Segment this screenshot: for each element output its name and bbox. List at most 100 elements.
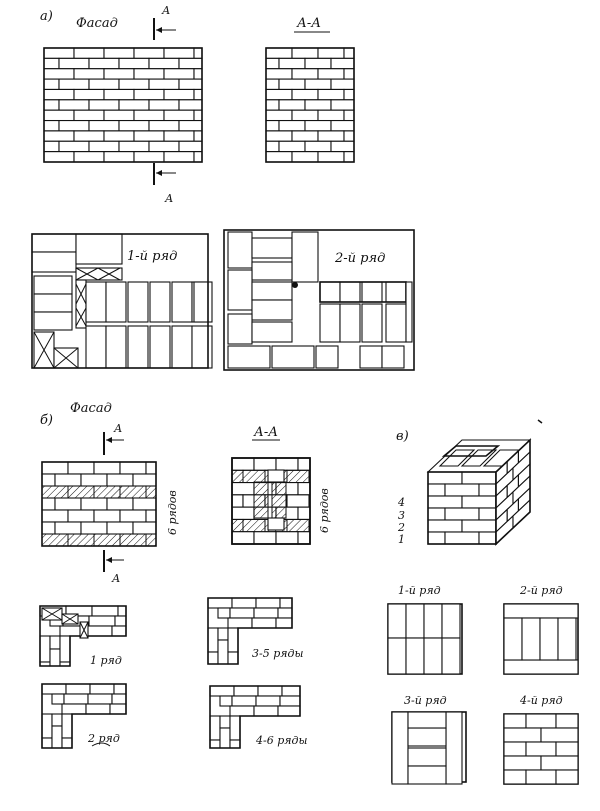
hatched-brick — [231, 469, 244, 484]
brick — [103, 151, 135, 163]
brick — [304, 119, 332, 132]
brick — [444, 531, 480, 545]
brick — [231, 597, 257, 609]
brick — [33, 311, 73, 331]
brick — [385, 281, 407, 303]
section-v-letter: в) — [396, 429, 409, 444]
hatched-brick — [242, 469, 266, 484]
section-v-course-number-4: 4 — [397, 496, 405, 509]
brick — [133, 151, 165, 163]
brick — [193, 281, 209, 323]
brick — [423, 603, 443, 639]
hatched-brick — [119, 533, 147, 547]
brick — [73, 88, 105, 101]
brick — [441, 603, 461, 639]
brick — [105, 281, 127, 323]
hatched-brick — [119, 485, 147, 499]
brick — [291, 68, 319, 80]
section-a-row1-label: 1-й ряд — [127, 249, 177, 264]
brick — [291, 47, 319, 59]
section-v-row4-plan — [503, 713, 579, 785]
brick — [54, 473, 82, 487]
brick — [89, 683, 115, 695]
section-v-course-number-1: 1 — [398, 533, 405, 546]
brick — [503, 713, 527, 729]
brick — [133, 68, 165, 80]
brick — [297, 457, 311, 471]
brick — [219, 715, 231, 729]
brick — [58, 140, 90, 153]
brick — [163, 151, 195, 163]
section-b-section-rows-label: 6 рядов — [318, 488, 331, 533]
brick — [317, 88, 345, 101]
brick — [43, 130, 75, 142]
brick — [278, 119, 306, 132]
brick — [106, 473, 134, 487]
brick — [253, 607, 279, 619]
brick — [231, 482, 255, 496]
brick — [478, 531, 497, 545]
brick — [219, 695, 233, 707]
hatched-brick — [93, 533, 121, 547]
hatched-brick — [145, 485, 157, 499]
brick — [119, 461, 147, 475]
brick — [87, 693, 113, 705]
cut-brick-mark — [41, 607, 63, 621]
brick — [361, 303, 383, 343]
brick — [291, 231, 319, 283]
brick — [132, 497, 157, 511]
brick — [251, 299, 293, 321]
brick — [461, 495, 497, 509]
brick — [148, 99, 180, 111]
brick — [31, 233, 209, 369]
brick — [339, 281, 361, 303]
brick — [423, 637, 443, 675]
brick — [118, 78, 150, 91]
brick — [93, 509, 121, 523]
wall-outline — [41, 461, 157, 547]
brick — [304, 78, 332, 91]
brick — [209, 715, 221, 741]
brick — [427, 531, 446, 545]
hatched-brick — [231, 518, 244, 533]
brick — [133, 47, 165, 59]
brick — [209, 739, 221, 749]
brick — [67, 509, 95, 523]
brick — [88, 78, 120, 91]
section-v-row3-label: 3-й ряд — [404, 694, 447, 707]
brick — [265, 130, 293, 142]
brick — [441, 637, 461, 675]
brick — [85, 325, 107, 369]
brick — [503, 755, 542, 771]
brick — [251, 281, 293, 301]
brick — [61, 737, 73, 749]
brick — [41, 521, 56, 535]
brick — [317, 68, 345, 80]
brick — [330, 140, 355, 153]
brick — [255, 597, 281, 609]
brick — [103, 130, 135, 142]
brick — [385, 303, 407, 343]
brick — [281, 685, 301, 697]
brick — [41, 461, 69, 475]
section-v-course-number-3: 3 — [398, 509, 405, 522]
brick — [133, 109, 165, 122]
brick — [33, 275, 73, 295]
section-b-facade-rows-label: 6 рядов — [166, 490, 179, 535]
corner-outline — [209, 685, 301, 749]
brick — [227, 313, 253, 345]
brick — [73, 68, 105, 80]
brick — [59, 635, 71, 663]
brick — [304, 140, 332, 153]
hatched-brick — [145, 533, 157, 547]
cut-brick-mark — [75, 307, 87, 327]
brick — [278, 57, 306, 70]
brick — [227, 617, 253, 629]
brick — [163, 109, 195, 122]
brick — [163, 88, 195, 101]
brick — [88, 99, 120, 111]
brick — [503, 741, 527, 757]
brick — [41, 497, 56, 511]
hatched-brick — [253, 481, 269, 519]
